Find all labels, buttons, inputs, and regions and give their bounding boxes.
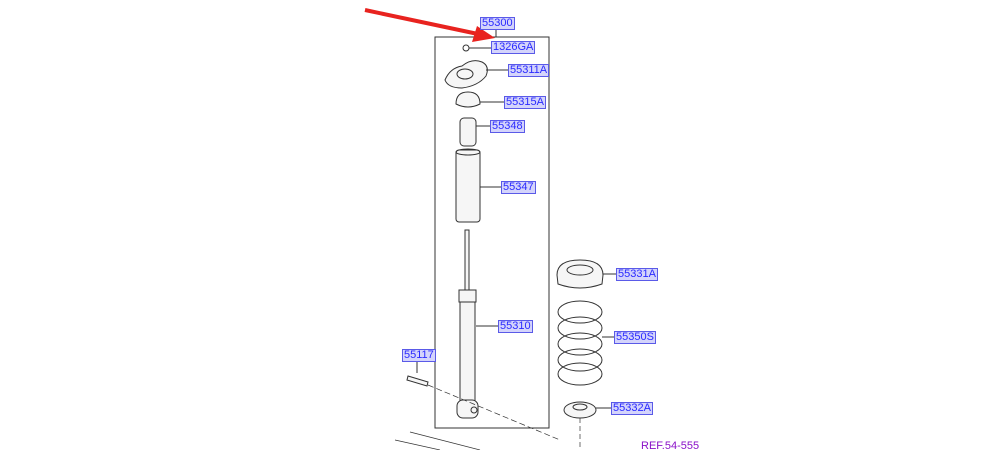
mount-part — [444, 60, 488, 89]
reference-link[interactable]: REF.54-555 — [641, 440, 700, 450]
part-label-cap[interactable]: 55315A — [504, 96, 546, 109]
bumper-part — [459, 117, 477, 147]
spring-part — [557, 300, 603, 386]
part-label-lower-pad[interactable]: 55332A — [611, 402, 653, 415]
part-label-mount[interactable]: 55311A — [508, 64, 550, 77]
part-label-spring[interactable]: 55350S — [614, 331, 656, 344]
part-label-dust-cover[interactable]: 55347 — [501, 181, 536, 194]
part-label-bumper[interactable]: 55348 — [490, 120, 525, 133]
red-arrow-icon — [364, 8, 495, 42]
part-label-nut[interactable]: 1326GA — [491, 41, 536, 54]
cap-part — [455, 91, 481, 108]
bolt-part — [406, 375, 429, 387]
nut-part — [462, 44, 470, 52]
part-label-assembly[interactable]: 55300 — [480, 17, 515, 30]
part-label-shock[interactable]: 55310 — [498, 320, 533, 333]
part-label-bolt[interactable]: 55117 — [402, 349, 436, 362]
dust-cover-part — [455, 149, 481, 223]
part-label-upper-pad[interactable]: 55331A — [616, 268, 658, 281]
upper-pad-part — [556, 259, 604, 289]
shock-part — [456, 229, 479, 419]
